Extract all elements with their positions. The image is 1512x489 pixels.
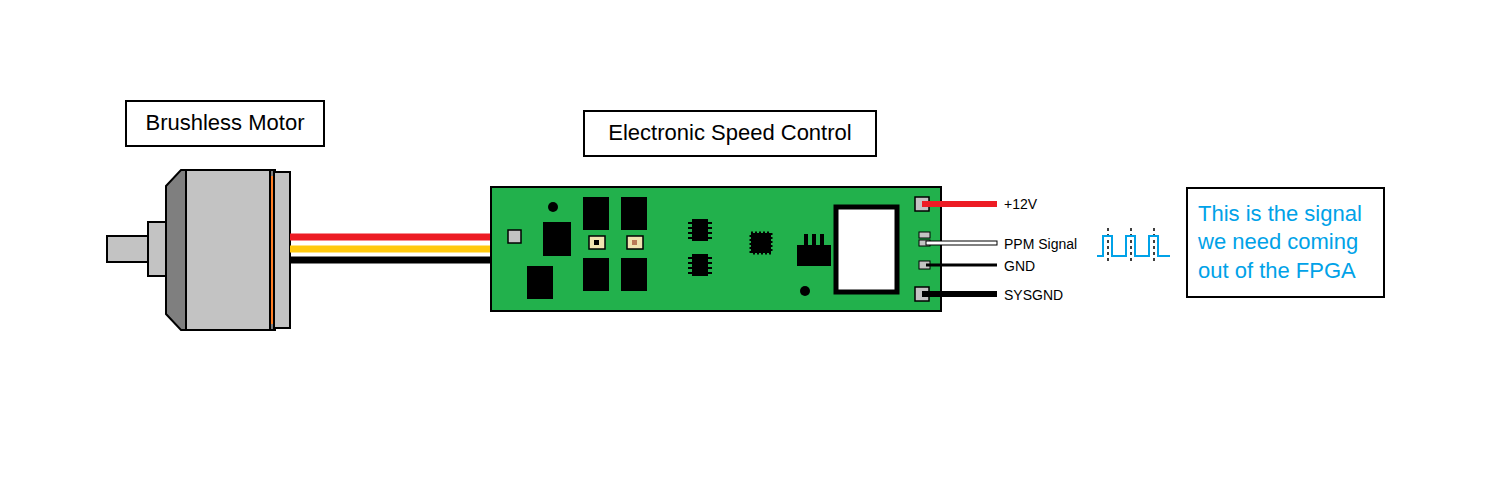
chip-pin: [688, 272, 712, 274]
smd-part: [627, 236, 643, 249]
callout-box: This is the signal we need coming out of…: [1186, 187, 1385, 298]
period-marker: [1107, 228, 1109, 264]
chip-pin: [688, 237, 712, 239]
pin-name: GND: [1003, 258, 1036, 275]
regulator-pin: [812, 234, 816, 246]
regulator-pin: [820, 234, 824, 246]
power-wire: [922, 201, 997, 207]
chip-pin: [688, 222, 712, 224]
pin-name: +12V: [1003, 196, 1038, 213]
motor-body: [186, 170, 270, 330]
driver-chip: [688, 219, 712, 276]
regulator-body: [797, 245, 831, 266]
ground-wire: [922, 291, 997, 297]
receiver-module: [836, 207, 897, 292]
esc-board: [491, 187, 941, 311]
box-text: Electronic Speed Control: [595, 119, 865, 148]
chip-pin: [688, 257, 712, 259]
mounting-hole: [548, 202, 558, 212]
pin-name: SYSGND: [1003, 287, 1064, 304]
smd-part: [589, 236, 605, 249]
mosfet: [621, 258, 647, 291]
ground-wire: [926, 264, 997, 267]
solder-pad: [919, 232, 930, 238]
box-text: This is the signal we need coming out of…: [1198, 200, 1373, 286]
chip-pin: [688, 267, 712, 269]
chip-pin: [688, 227, 712, 229]
motor-front-ring: [274, 172, 290, 328]
motor-rear-cap: [166, 170, 186, 330]
mosfet: [543, 222, 571, 256]
chip-pin: [688, 232, 712, 234]
motor-stripe: [271, 176, 273, 324]
phase-wire: [290, 234, 514, 241]
title-box: Brushless Motor: [125, 100, 325, 147]
box-text: Brushless Motor: [137, 109, 313, 138]
period-marker: [1153, 228, 1155, 264]
ppm-waveform: [1097, 236, 1170, 256]
microcontroller: [751, 233, 771, 253]
mosfet: [583, 258, 609, 291]
phase-wire: [290, 246, 500, 253]
mounting-hole: [800, 286, 810, 296]
pin-name: PPM Signal: [1003, 236, 1078, 253]
motor-shaft: [107, 236, 150, 262]
mosfet: [527, 266, 553, 299]
smd-part: [594, 240, 599, 245]
chip-pin: [688, 262, 712, 264]
signal-wire: [926, 241, 997, 245]
phase-wire: [290, 257, 500, 264]
regulator-pin: [804, 234, 808, 246]
mosfet: [621, 197, 647, 230]
title-box: Electronic Speed Control: [583, 110, 877, 157]
smd-part: [632, 240, 637, 245]
brushless-motor: [107, 170, 290, 330]
voltage-regulator: [797, 234, 831, 266]
period-marker: [1130, 228, 1132, 264]
solder-pad: [508, 230, 521, 243]
mosfet: [583, 197, 609, 230]
